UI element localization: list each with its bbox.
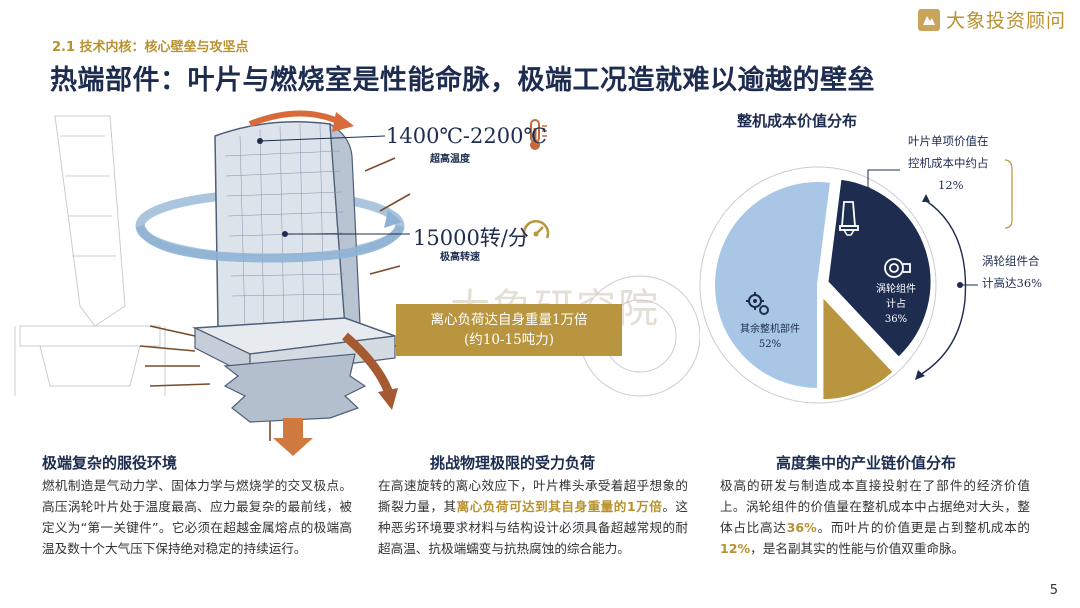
thermometer-icon bbox=[530, 119, 547, 150]
turbine-annotation-line2: 计高达36% bbox=[982, 276, 1043, 290]
turbine-annotation-line1: 涡轮组件合 bbox=[982, 254, 1040, 268]
column-3-text-part1: 极高的研发与制造成本直接投射在了部件的经济价值上。涡轮组件的价值量在整机成本中占… bbox=[720, 478, 1030, 535]
turbine-icon bbox=[884, 258, 911, 278]
callout-line1: 离心负荷达自身重量1万倍 bbox=[430, 312, 588, 328]
slice-label-rest-value: 52% bbox=[758, 339, 782, 350]
page-title: 热端部件：叶片与燃烧室是性能命脉，极端工况造就难以逾越的壁垒 bbox=[50, 65, 875, 96]
blade-annotation-line1: 叶片单项价值在 bbox=[908, 134, 989, 148]
column-3-text-part3: ，是名副其实的性能与价值双重命脉。 bbox=[750, 541, 965, 556]
pie-slice-turbine bbox=[826, 177, 933, 360]
page-number: 5 bbox=[1049, 583, 1058, 598]
centrifugal-arrow bbox=[273, 418, 313, 456]
slice-label-turbine-value: 36% bbox=[884, 314, 908, 325]
column-3-highlight-1: 36% bbox=[786, 520, 817, 535]
blade-airfoil bbox=[214, 120, 361, 337]
column-1-text: 燃机制造是气动力学、固体力学与燃烧学的交叉极点。高压涡轮叶片处于温度最高、应力最… bbox=[42, 478, 352, 556]
blade-icon bbox=[839, 201, 859, 236]
gears-icon bbox=[746, 292, 769, 315]
column-3-text: 极高的研发与制造成本直接投射在了部件的经济价值上。涡轮组件的价值量在整机成本中占… bbox=[720, 475, 1030, 559]
annotation-brackets bbox=[865, 159, 1013, 380]
cost-pie-chart bbox=[699, 166, 937, 404]
pie-outer-ring bbox=[699, 166, 937, 404]
logo-icon bbox=[917, 8, 940, 31]
speed-label: 极高转速 bbox=[440, 252, 480, 263]
chart-title: 整机成本价值分布 bbox=[737, 112, 858, 130]
fir-tree-root bbox=[223, 353, 367, 423]
speed-value: 15000转/分 bbox=[413, 226, 529, 250]
column-3-highlight-2: 12% bbox=[720, 541, 751, 556]
column-3-text-part2: 。而叶片的价值更是占到整机成本的 bbox=[816, 520, 1031, 535]
slice-label-turbine-name: 涡轮组件 bbox=[876, 284, 916, 295]
column-2-text: 在高速旋转的离心效应下，叶片榫头承受着超乎想象的撕裂力量，其离心负荷可达到其自身… bbox=[378, 475, 688, 559]
column-2-text-after: 。这种恶劣环境要求材料与结构设计必须具备超越常规的耐超高温、抗极端蠕变与抗热腐蚀… bbox=[378, 499, 689, 556]
turbine-annotation: 涡轮组件合 计高达36% bbox=[982, 250, 1042, 294]
centrifugal-load-callout: 离心负荷达自身重量1万倍 (约10-15吨力) bbox=[396, 304, 622, 356]
slice-label-turbine-name2: 计占 bbox=[886, 299, 906, 310]
pie-slice-blade bbox=[821, 293, 896, 402]
slice-label-rest-name: 其余整机部件 bbox=[740, 324, 800, 335]
column-3-heading: 高度集中的产业链价值分布 bbox=[776, 454, 957, 472]
callout-line2: (约10-15吨力) bbox=[464, 332, 554, 348]
column-1-heading: 极端复杂的服役环境 bbox=[42, 454, 178, 472]
turbine-blade-illustration bbox=[14, 110, 700, 456]
slice-label-turbine: 涡轮组件 计占 36% bbox=[866, 282, 926, 327]
temperature-label: 超高温度 bbox=[430, 154, 470, 165]
column-2-text-highlight: 离心负荷可达到其自身重量的1万倍 bbox=[456, 499, 663, 514]
logo-text: 大象投资顾问 bbox=[945, 10, 1066, 32]
blade-annotation: 叶片单项价值在 控机成本中约占 12% bbox=[908, 130, 989, 196]
column-2-heading: 挑战物理极限的受力负荷 bbox=[430, 454, 596, 472]
blade-annotation-line2: 控机成本中约占 bbox=[908, 156, 989, 170]
brand-logo: 大象投资顾问 bbox=[917, 6, 1066, 33]
slice-label-rest: 其余整机部件 52% bbox=[722, 322, 818, 352]
pie-slice-rest bbox=[713, 180, 833, 391]
blade-annotation-value: 12% bbox=[938, 178, 964, 192]
column-2-text-before: 在高速旋转的离心效应下，叶片榫头承受着超乎想象的撕裂力量，其 bbox=[378, 478, 688, 514]
speed-gauge-icon bbox=[522, 220, 550, 239]
section-subtitle: 2.1 技术内核：核心壁垒与攻坚点 bbox=[52, 40, 249, 55]
temperature-value: 1400℃-2200℃ bbox=[386, 124, 547, 148]
